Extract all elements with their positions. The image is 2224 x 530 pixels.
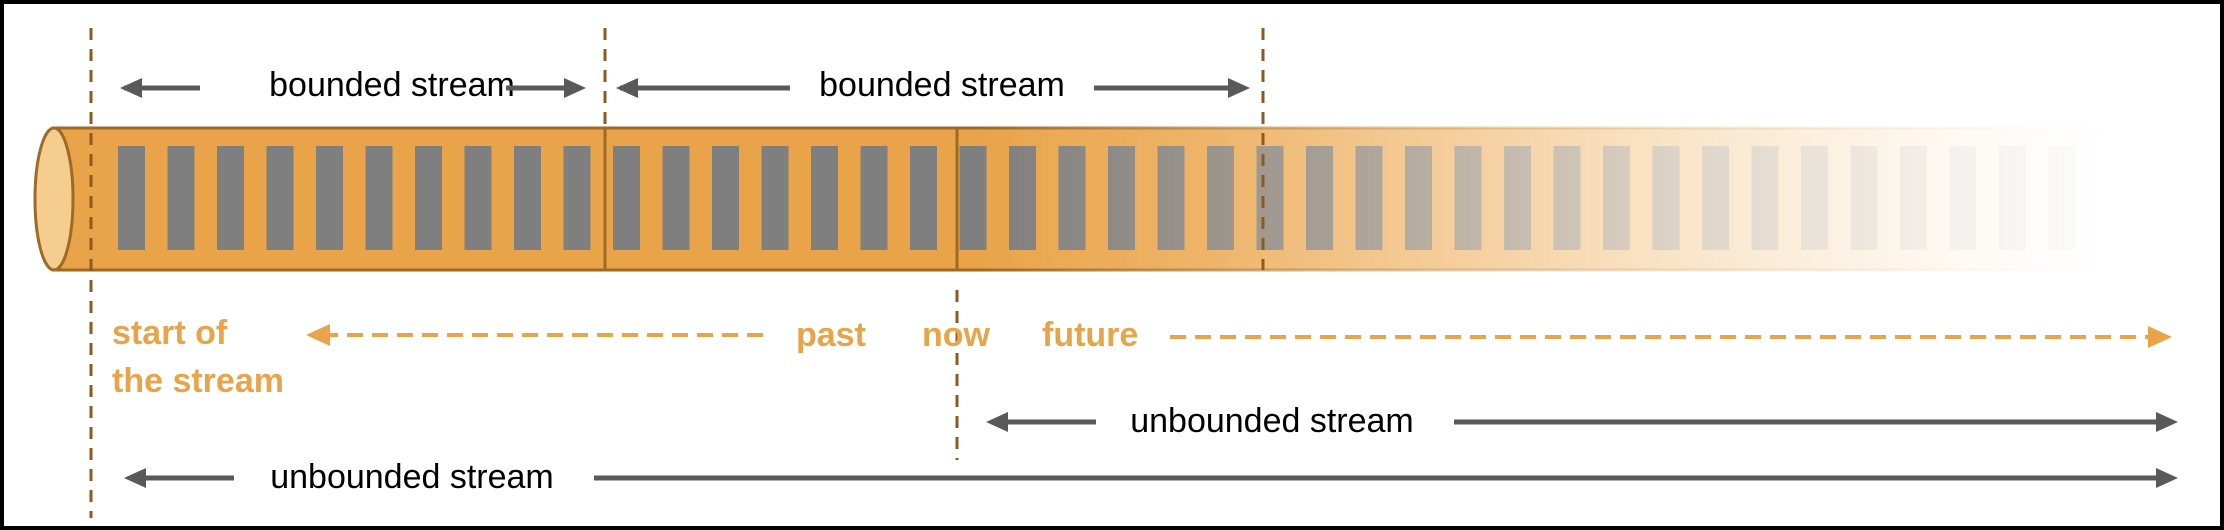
stream-record: [1900, 146, 1927, 250]
stream-record: [1058, 146, 1086, 250]
start-of-stream-label-line2: the stream: [112, 362, 284, 400]
stream-record: [1454, 146, 1482, 250]
stream-record: [1355, 146, 1383, 250]
stream-record: [365, 146, 393, 250]
bounded-1-arrow-right-head: [564, 78, 586, 98]
stream-record: [266, 146, 294, 250]
stream-record: [316, 146, 343, 250]
stream-record: [761, 146, 789, 250]
stream-record: [860, 146, 888, 250]
stream-record: [1157, 146, 1185, 250]
unbounded-full-arrow-right-head: [2156, 468, 2178, 488]
unbounded-now-arrow-right-head: [2156, 412, 2178, 432]
start-of-stream-label-line1: start of: [112, 314, 228, 352]
stream-record: [464, 146, 492, 250]
stream-record: [1751, 146, 1779, 250]
stream-record: [1207, 146, 1234, 250]
stream-record: [1603, 146, 1630, 250]
bounded-2-arrow-right-head: [1228, 78, 1250, 98]
stream-record: [811, 146, 838, 250]
stream-record: [1850, 146, 1878, 250]
stream-record: [1801, 146, 1828, 250]
stream-record: [415, 146, 442, 250]
future-label: future: [1042, 316, 1138, 354]
stream-records: [118, 146, 2076, 250]
stream-record: [1553, 146, 1581, 250]
stream-record: [712, 146, 739, 250]
unbounded-stream-from-now-label: unbounded stream: [1130, 402, 1414, 440]
stream-record: [167, 146, 195, 250]
stream-record: [910, 146, 937, 250]
stream-record: [1999, 146, 2026, 250]
stream-record: [217, 146, 244, 250]
stream-record: [662, 146, 690, 250]
bounded-stream-label-2: bounded stream: [819, 66, 1065, 104]
bounded-2-arrow-left-head: [616, 78, 638, 98]
unbounded-stream-full-label: unbounded stream: [270, 458, 554, 496]
stream-record: [563, 146, 591, 250]
stream-record: [613, 146, 640, 250]
stream-record: [1949, 146, 1977, 250]
unbounded-full-arrow-left-head: [124, 468, 146, 488]
tube-start-cap: [33, 126, 75, 272]
stream-record: [959, 146, 987, 250]
unbounded-now-arrow-left-head: [986, 412, 1008, 432]
bounded-1-arrow-left-head: [120, 78, 142, 98]
stream-record: [1256, 146, 1284, 250]
stream-record: [514, 146, 541, 250]
stream-record: [1504, 146, 1531, 250]
stream-record: [1108, 146, 1135, 250]
stream-record: [1009, 146, 1036, 250]
bounded-stream-label-1: bounded stream: [269, 66, 515, 104]
stream-record: [1306, 146, 1333, 250]
stream-record: [2048, 146, 2076, 250]
stream-record: [1652, 146, 1680, 250]
past-arrow-head: [306, 324, 330, 346]
stream-record: [1405, 146, 1432, 250]
future-arrow-head: [2148, 326, 2172, 348]
stream-record: [118, 146, 145, 250]
past-label: past: [796, 316, 866, 354]
stream-record: [1702, 146, 1729, 250]
now-label: now: [922, 316, 991, 354]
